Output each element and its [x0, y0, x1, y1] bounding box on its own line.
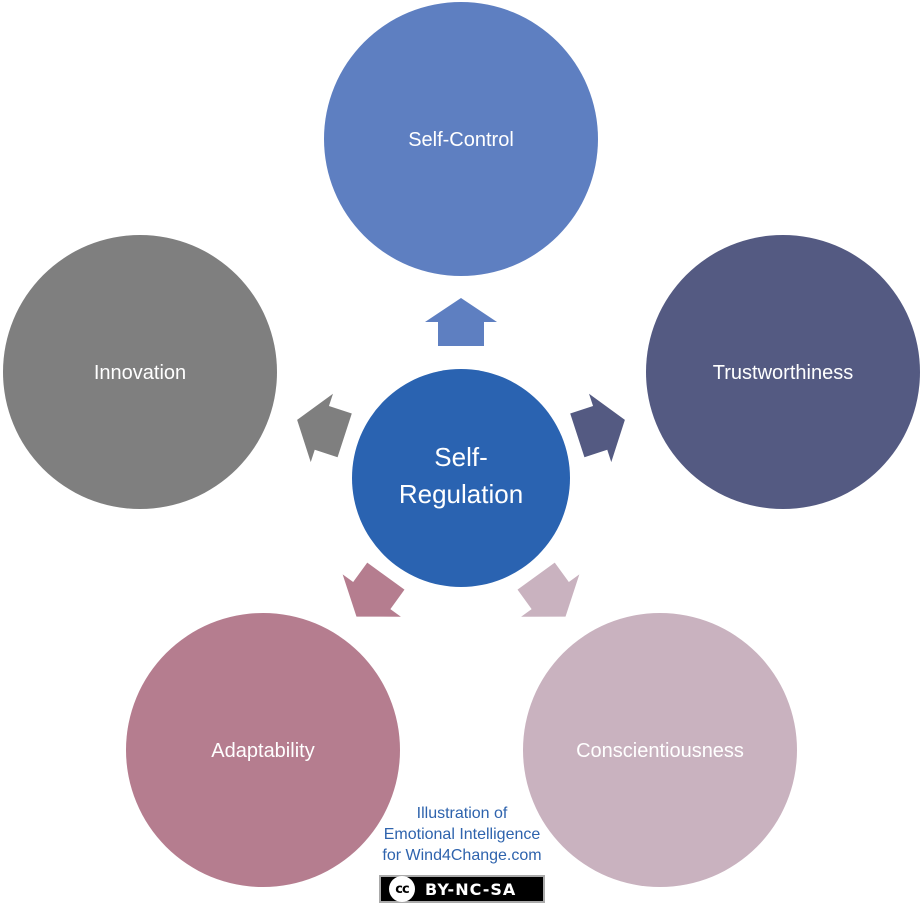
credit-text: Illustration of Emotional Intelligence f… — [362, 803, 562, 866]
credit-line-1: Illustration of — [416, 805, 508, 822]
node-self-control-label: Self-Control — [408, 129, 514, 151]
credit-line-2: Emotional Intelligence — [383, 826, 541, 843]
arrow-to-conscientiousness — [517, 562, 580, 617]
node-trustworthiness-label: Trustworthiness — [713, 362, 853, 384]
credit-line-3: for Wind4Change.com — [382, 847, 542, 864]
arrow-to-adaptability — [342, 562, 405, 617]
node-conscientiousness — [523, 613, 797, 887]
arrow-to-innovation — [297, 393, 352, 463]
node-innovation-label: Innovation — [94, 362, 186, 384]
creative-commons-icon: cc — [389, 876, 415, 902]
node-conscientiousness-label: Conscientiousness — [576, 740, 744, 762]
license-badge: cc BY-NC-SA — [379, 875, 545, 903]
center-node — [352, 369, 570, 587]
node-adaptability-label: Adaptability — [211, 740, 314, 762]
node-self-control — [324, 2, 598, 276]
center-node-label-line1: Self- — [434, 442, 487, 472]
center-node-label-line2: Regulation — [399, 479, 523, 509]
arrow-to-self-control — [425, 298, 497, 346]
arrow-to-trustworthiness — [570, 393, 625, 463]
node-trustworthiness — [646, 235, 920, 509]
node-innovation — [3, 235, 277, 509]
node-adaptability — [126, 613, 400, 887]
license-label: BY-NC-SA — [425, 879, 517, 899]
